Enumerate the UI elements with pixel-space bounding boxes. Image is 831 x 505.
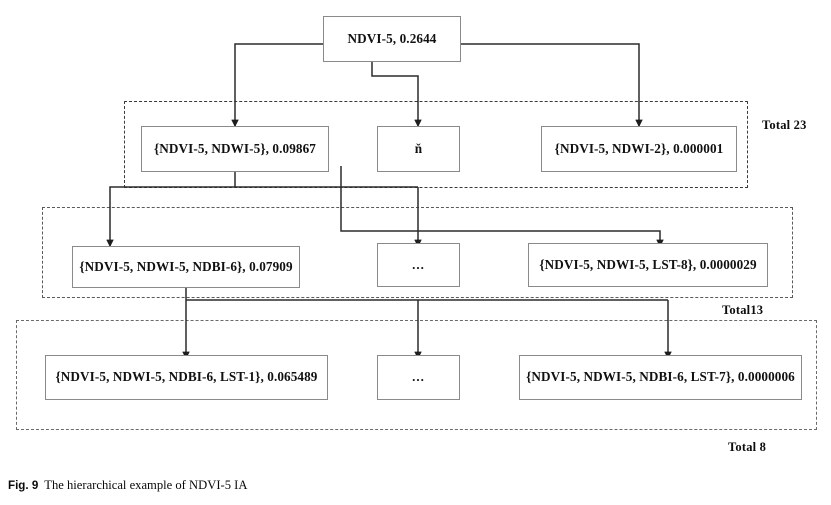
node-l2-left[interactable]: {NDVI-5, NDWI-5}, 0.09867 (141, 126, 329, 172)
group-label-total-23: Total 23 (762, 118, 807, 132)
node-l2-mid[interactable]: ň (377, 126, 460, 172)
group-label-total-13: Total13 (722, 303, 764, 317)
node-root[interactable]: NDVI-5, 0.2644 (323, 16, 461, 62)
node-l3-right[interactable]: {NDVI-5, NDWI-5, LST-8}, 0.0000029 (528, 243, 768, 287)
node-root-label: NDVI-5, 0.2644 (347, 30, 437, 46)
node-l2-right-label: {NDVI-5, NDWI-2}, 0.000001 (554, 140, 724, 156)
node-l4-left-label: {NDVI-5, NDWI-5, NDBI-6, LST-1}, 0.06548… (55, 369, 318, 385)
node-l2-right[interactable]: {NDVI-5, NDWI-2}, 0.000001 (541, 126, 737, 172)
node-l2-left-label: {NDVI-5, NDWI-5}, 0.09867 (154, 140, 316, 156)
node-l4-left[interactable]: {NDVI-5, NDWI-5, NDBI-6, LST-1}, 0.06548… (45, 355, 328, 400)
node-l3-left-label: {NDVI-5, NDWI-5, NDBI-6}, 0.07909 (79, 258, 293, 274)
node-l4-mid-label: ... (412, 369, 425, 385)
node-l3-mid[interactable]: ... (377, 243, 460, 287)
figure-caption-tag: Fig. 9 (8, 479, 39, 492)
group-box-level-4 (16, 320, 817, 430)
node-l4-right-label: {NDVI-5, NDWI-5, NDBI-6, LST-7}, 0.00000… (526, 369, 795, 385)
figure-caption: Fig. 9 The hierarchical example of NDVI-5… (8, 478, 247, 493)
node-l3-right-label: {NDVI-5, NDWI-5, LST-8}, 0.0000029 (539, 256, 757, 272)
node-l2-mid-label: ň (414, 140, 423, 156)
node-l3-mid-label: ... (412, 256, 425, 272)
node-l4-right[interactable]: {NDVI-5, NDWI-5, NDBI-6, LST-7}, 0.00000… (519, 355, 802, 400)
group-label-total-8: Total 8 (728, 440, 767, 454)
figure-caption-text: The hierarchical example of NDVI-5 IA (44, 478, 248, 492)
node-l4-mid[interactable]: ... (377, 355, 460, 400)
node-l3-left[interactable]: {NDVI-5, NDWI-5, NDBI-6}, 0.07909 (72, 246, 300, 288)
